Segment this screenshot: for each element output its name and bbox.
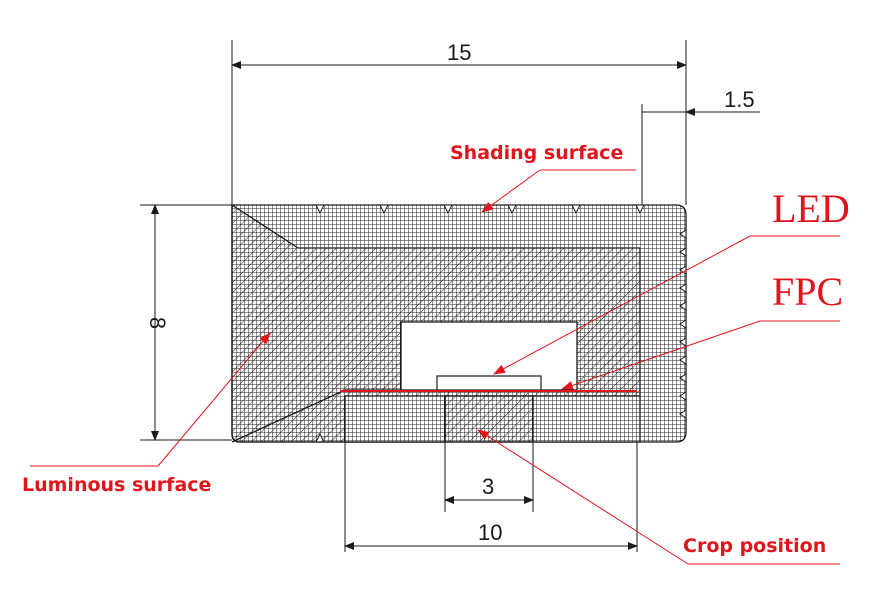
callout-leaders — [30, 169, 840, 565]
base-left-block — [344, 395, 446, 443]
right-grooves — [679, 229, 687, 419]
led-chip — [436, 375, 542, 391]
base-right-block — [532, 395, 641, 443]
label-led: LED — [772, 186, 850, 231]
dim-height — [140, 204, 232, 441]
label-fpc: FPC — [772, 269, 843, 314]
dim-lip — [641, 104, 760, 205]
dim-crop — [444, 442, 534, 512]
dim-crop-label: 3 — [482, 474, 494, 499]
label-crop-position: Crop position — [683, 535, 826, 557]
dim-width — [231, 40, 687, 205]
top-grooves — [315, 204, 645, 215]
dim-height-label: 8 — [145, 317, 170, 329]
dim-base — [344, 442, 638, 552]
crop-block — [444, 395, 534, 443]
dim-base-label: 10 — [478, 520, 502, 545]
label-luminous-surface: Luminous surface — [22, 474, 211, 496]
label-shading-surface: Shading surface — [450, 142, 623, 164]
dim-width-label: 15 — [447, 40, 471, 65]
dim-lip-label: 1.5 — [724, 87, 755, 112]
